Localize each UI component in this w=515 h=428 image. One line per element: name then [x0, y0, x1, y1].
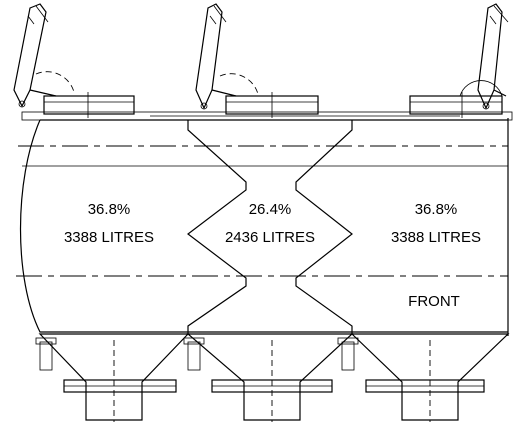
compartment-2-percent: 26.4%	[249, 201, 292, 218]
vapour-arm-3	[477, 3, 509, 110]
compartment-2-volume: 2436 LITRES	[225, 229, 315, 246]
hopper-3	[337, 333, 510, 422]
vapour-arm-1	[13, 3, 57, 108]
manhole-2	[219, 73, 319, 118]
bulkhead-right	[295, 120, 353, 334]
compartment-3-volume: 3388 LITRES	[391, 229, 481, 246]
hopper-1	[35, 333, 190, 422]
manhole-3	[409, 80, 503, 118]
top-rail	[21, 111, 513, 121]
compartment-1-volume: 3388 LITRES	[64, 229, 154, 246]
hopper-2	[183, 333, 354, 422]
vapour-arm-2	[195, 3, 237, 110]
compartment-1-percent: 36.8%	[88, 201, 131, 218]
front-label: FRONT	[408, 293, 460, 310]
bulkhead-left	[187, 120, 247, 334]
manhole-1	[35, 71, 135, 118]
compartment-3-percent: 36.8%	[415, 201, 458, 218]
